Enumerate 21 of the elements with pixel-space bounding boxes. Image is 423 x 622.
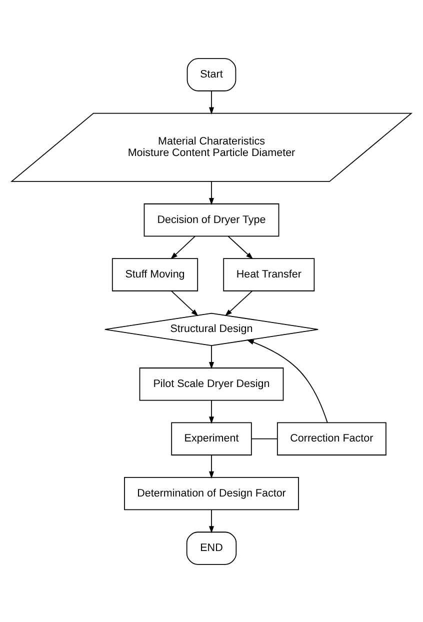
arrow [208,180,214,205]
node-box: Determination of Design Factor [124,476,299,510]
arrow [170,235,196,259]
arrow [224,290,253,316]
node-box: Start [186,58,236,91]
node-box: Pilot Scale Dryer Design [139,367,284,400]
arrow [208,508,214,533]
arrow [246,339,328,422]
arrow [170,290,198,316]
arrow [208,90,214,114]
node-box: END [186,531,237,564]
node-box: Stuff Moving [112,258,198,291]
node-box: Correction Factor [276,422,386,455]
node-box: Heat Transfer [223,258,315,291]
node-box: Experiment [171,422,252,455]
arrow [208,399,214,424]
node-box: Decision of Dryer Type [144,202,280,236]
arrow [208,344,214,369]
arrow [228,235,254,259]
connector [251,438,278,439]
arrow [208,454,214,478]
